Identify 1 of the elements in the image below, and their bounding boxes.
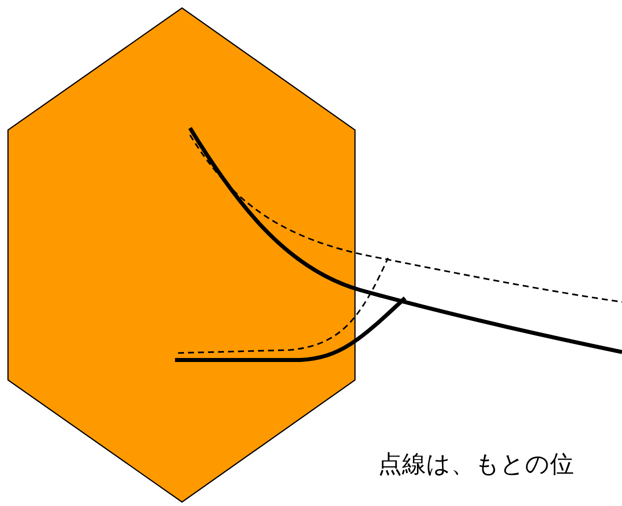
note-text: 点線は、もとの位 [378, 450, 574, 479]
